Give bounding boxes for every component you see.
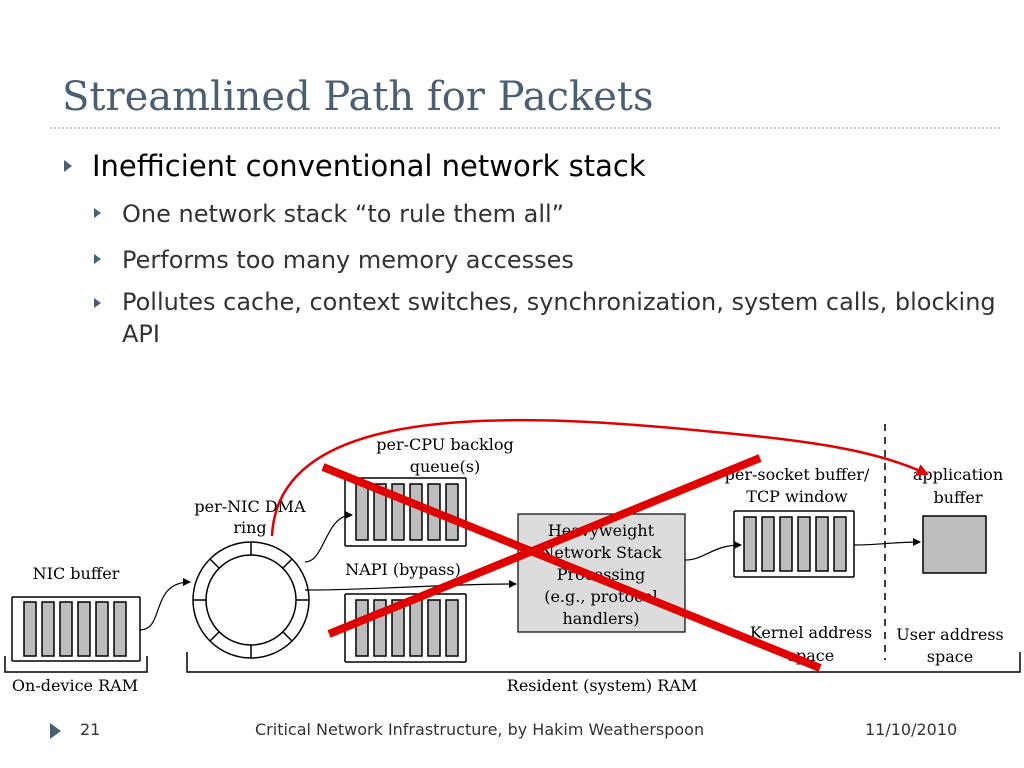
bullet-arrow-icon <box>94 298 101 308</box>
sub-bullet-text: One network stack “to rule them all” <box>122 200 565 228</box>
bullet-main-text: Inefficient conventional network stack <box>92 149 646 183</box>
sub-bullet-text: Performs too many memory accesses <box>122 246 574 274</box>
nic-buffer-label: NIC buffer <box>33 564 120 583</box>
napi-label: NAPI (bypass) <box>345 560 461 579</box>
sub-bullet-text: Pollutes cache, context switches, synchr… <box>122 288 996 348</box>
svg-text:Kernel address: Kernel address <box>750 623 872 642</box>
socket-buffer-label-line2: TCP window <box>746 487 848 506</box>
flow-arrows <box>139 511 921 631</box>
slide-title: Streamlined Path for Packets <box>62 74 654 120</box>
bullet-list: Inefficient conventional network stack O… <box>62 146 1002 350</box>
svg-text:Network Stack: Network Stack <box>540 543 662 562</box>
resident-ram-label: Resident (system) RAM <box>507 676 697 695</box>
footer-date: 11/10/2010 <box>865 720 958 739</box>
title-divider <box>50 127 1000 129</box>
bullet-arrow-icon <box>64 160 72 172</box>
dma-ring <box>192 541 310 659</box>
svg-text:space: space <box>927 647 973 666</box>
resident-bracket <box>186 652 1021 673</box>
app-buffer <box>922 515 987 574</box>
backlog-label-line1: per-CPU backlog <box>376 435 514 454</box>
page-number: 21 <box>80 720 101 739</box>
dma-ring-label-line2: ring <box>233 518 266 537</box>
bullet-arrow-icon <box>94 208 101 218</box>
sub-bullet: Pollutes cache, context switches, synchr… <box>62 282 1002 350</box>
svg-text:handlers): handlers) <box>562 609 639 628</box>
packet-path-diagram: NIC buffer per-NIC DMA ring per-CPU back… <box>4 418 1021 695</box>
footer-title: Critical Network Infrastructure, by Haki… <box>255 720 705 739</box>
bullet-arrow-icon <box>94 254 101 264</box>
cross-out-mark <box>321 454 822 672</box>
backlog-queue <box>344 477 467 547</box>
backlog-label-line2: queue(s) <box>410 457 480 476</box>
socket-buffer <box>733 510 855 578</box>
on-device-bracket <box>4 656 148 673</box>
sub-bullet: Performs too many memory accesses <box>62 240 1002 280</box>
network-stack-box <box>517 513 686 633</box>
sub-bullet: One network stack “to rule them all” <box>62 194 1002 234</box>
on-device-ram-label: On-device RAM <box>12 676 138 695</box>
app-buffer-label-line1: application <box>913 465 1003 484</box>
svg-text:User address: User address <box>896 625 1003 644</box>
footer-arrow-icon <box>50 723 61 739</box>
bypass-arrow <box>270 418 929 537</box>
app-buffer-label-line2: buffer <box>933 488 982 507</box>
kernel-space-label: Kernel address space <box>750 623 872 665</box>
nic-buffer <box>11 596 141 662</box>
dma-ring-label-line1: per-NIC DMA <box>194 497 306 516</box>
user-space-label: User address space <box>896 625 1003 666</box>
bullet-main: Inefficient conventional network stack <box>62 146 1002 186</box>
socket-buffer-label-line1: per-socket buffer/ <box>725 465 870 484</box>
